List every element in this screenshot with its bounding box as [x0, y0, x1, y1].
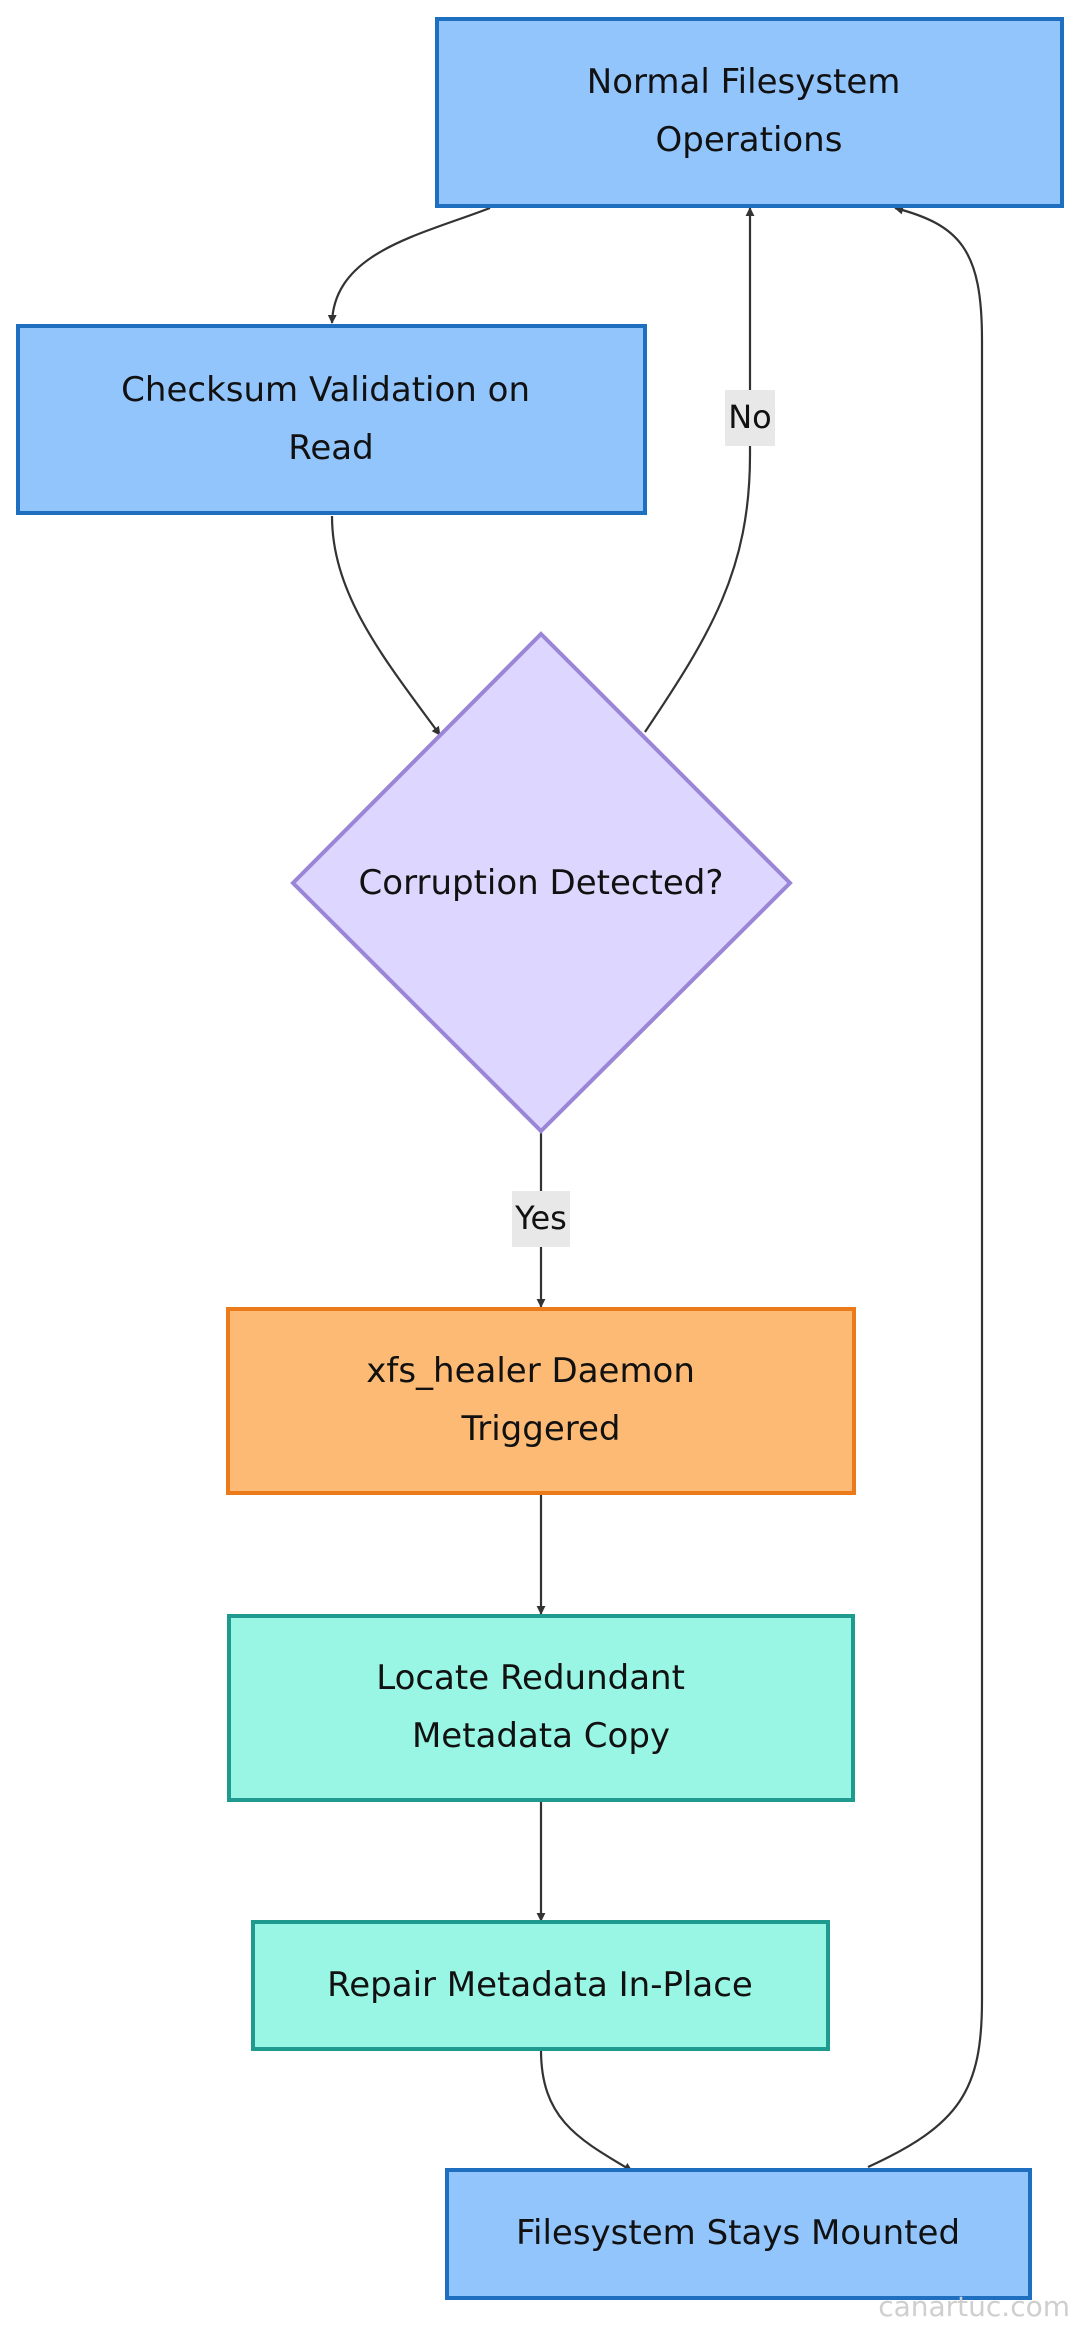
edge-normal-to-checksum	[327, 206, 491, 324]
node-locate-redundant: Locate Redundant Metadata Copy	[227, 1614, 855, 1802]
node-normal-operations-line1: Normal Filesystem	[587, 62, 901, 102]
edge-repair-to-mounted	[539, 2049, 633, 2172]
node-repair-metadata-label: Repair Metadata In-Place	[327, 1965, 753, 2005]
edge-label-no-text: No	[728, 398, 772, 436]
edge-checksum-to-corruption	[330, 515, 441, 736]
node-locate-redundant-label: Locate Redundant Metadata Copy	[376, 1658, 696, 1756]
node-normal-operations: Normal Filesystem Operations	[435, 17, 1064, 208]
node-healer-triggered-line1: xfs_healer Daemon	[366, 1351, 695, 1391]
node-normal-operations-box	[435, 17, 1064, 208]
node-checksum-validation-box	[16, 324, 647, 515]
node-healer-triggered-box	[226, 1307, 856, 1495]
edge-label-yes-text: Yes	[514, 1199, 567, 1237]
node-locate-redundant-line1: Locate Redundant	[376, 1658, 685, 1698]
edge-corruption-to-normal-no	[644, 207, 755, 733]
edges	[327, 205, 984, 2172]
node-checksum-validation: Checksum Validation on Read	[16, 324, 647, 515]
node-normal-operations-label: Normal Filesystem Operations	[587, 62, 911, 160]
node-repair-metadata: Repair Metadata In-Place	[251, 1920, 830, 2051]
node-corruption-detected-label: Corruption Detected?	[359, 863, 724, 903]
edge-mounted-to-normal-loop	[867, 205, 984, 2169]
node-normal-operations-line2: Operations	[656, 120, 843, 160]
node-corruption-detected-diamond	[290, 631, 793, 1134]
node-locate-redundant-box	[227, 1614, 855, 1802]
node-checksum-validation-label: Checksum Validation on Read	[121, 370, 541, 468]
watermark-text: canartuc.com	[878, 2290, 1070, 2323]
node-corruption-detected: Corruption Detected?	[290, 631, 793, 1134]
node-repair-metadata-box	[251, 1920, 830, 2051]
edge-label-no: No	[725, 390, 775, 446]
node-filesystem-mounted-label: Filesystem Stays Mounted	[516, 2213, 960, 2253]
node-checksum-validation-line2: Read	[288, 428, 373, 468]
node-healer-triggered-line2: Triggered	[460, 1409, 620, 1449]
node-checksum-validation-line1: Checksum Validation on	[121, 370, 530, 410]
node-healer-triggered: xfs_healer Daemon Triggered	[226, 1307, 856, 1495]
node-filesystem-mounted: Filesystem Stays Mounted	[445, 2168, 1032, 2300]
node-healer-triggered-label: xfs_healer Daemon Triggered	[366, 1351, 705, 1449]
edge-label-yes: Yes	[512, 1191, 570, 1247]
node-locate-redundant-line2: Metadata Copy	[412, 1716, 670, 1756]
node-filesystem-mounted-box	[445, 2168, 1032, 2300]
